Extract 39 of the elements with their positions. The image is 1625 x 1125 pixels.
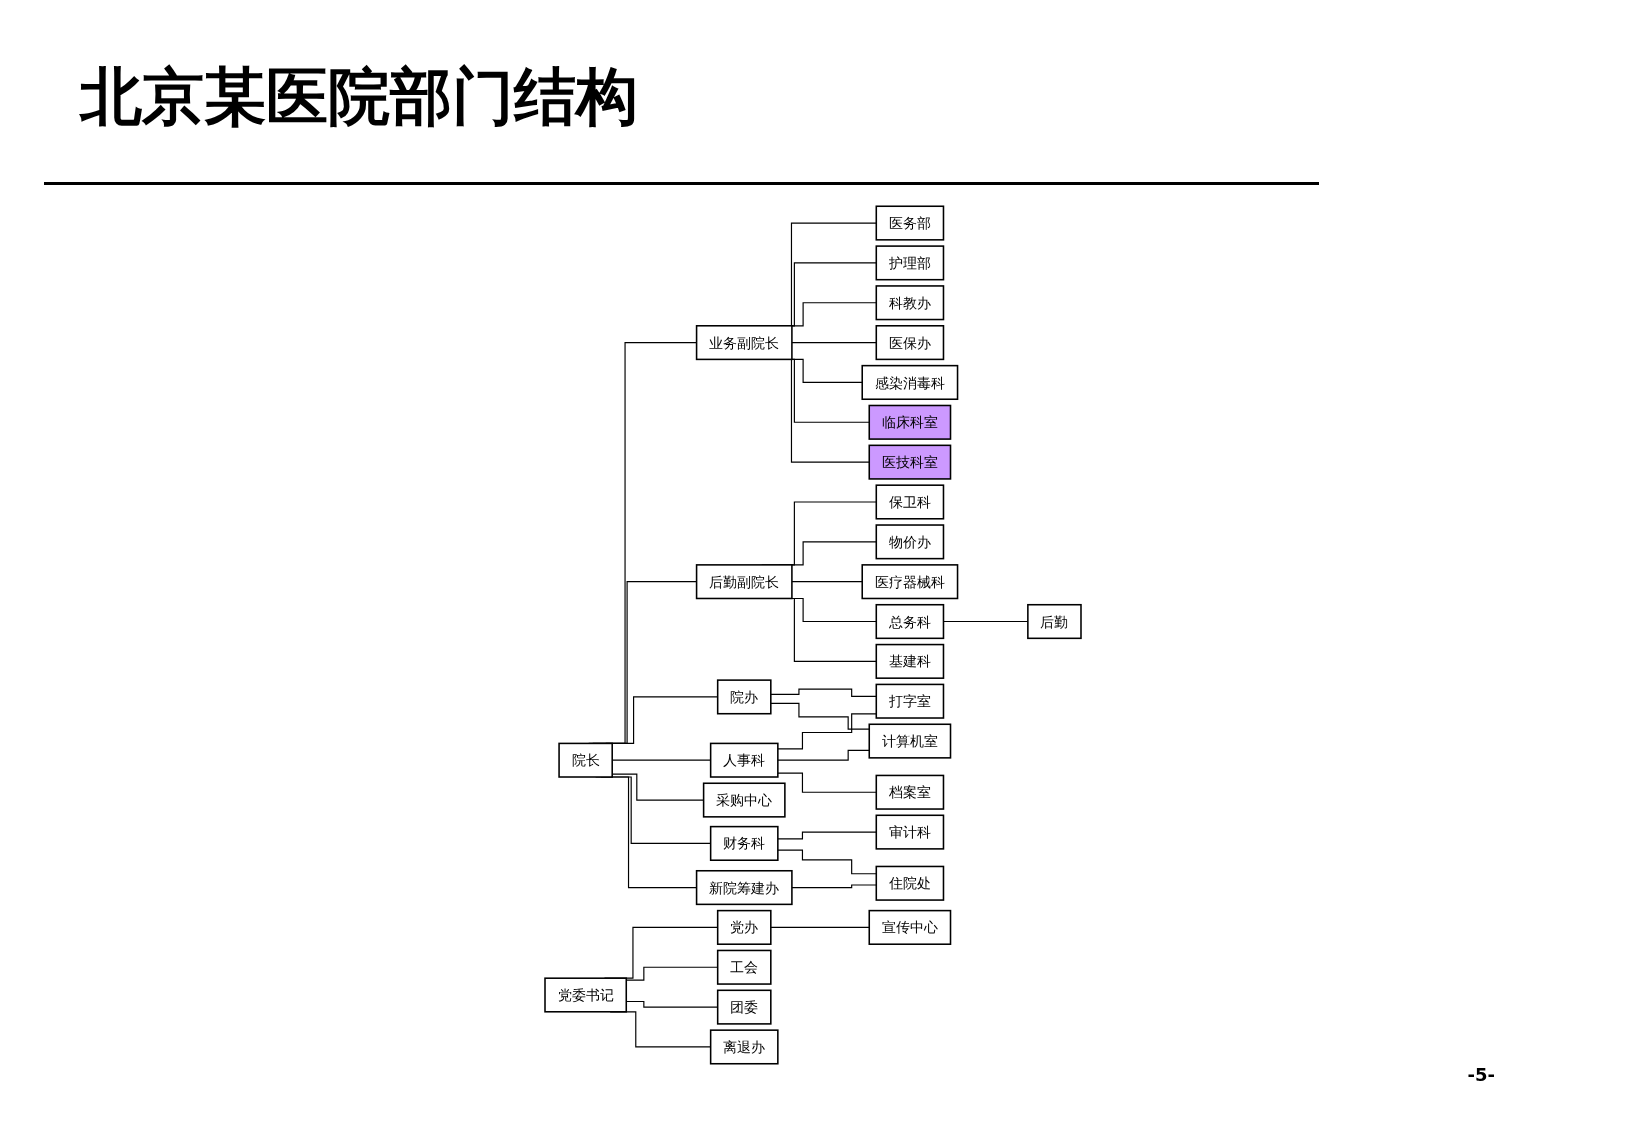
- node-box: 档案室: [875, 774, 944, 810]
- node-box: 新院筹建办: [695, 870, 793, 906]
- node-box: 财务科: [709, 825, 779, 861]
- node-box: 党委书记: [543, 977, 627, 1013]
- node-box: 保卫科: [875, 484, 944, 520]
- node-box: 护理部: [875, 245, 944, 281]
- connector: [611, 759, 711, 761]
- node-box: 物价办: [875, 524, 944, 560]
- node-box: 计算机室: [868, 723, 951, 759]
- node-box: 住院处: [875, 865, 944, 901]
- node-box: 院长: [557, 742, 613, 778]
- node-box: 工会: [716, 949, 772, 985]
- node-box: 人事科: [709, 742, 779, 778]
- node-box: 审计科: [875, 814, 944, 850]
- node-box: 总务科: [875, 603, 944, 640]
- node-box: 医技科室: [868, 444, 951, 480]
- node-box: 医保办: [875, 325, 944, 361]
- node-box: 科教办: [875, 285, 944, 321]
- node-box: 采购中心: [702, 782, 786, 818]
- connector: [625, 966, 718, 981]
- title: 北京某医院部门结构: [80, 59, 638, 135]
- node-box: 离退办: [709, 1029, 779, 1065]
- node-box: 医务部: [875, 205, 944, 241]
- node-box: 院办: [716, 679, 772, 715]
- node-box: 基建科: [875, 643, 944, 679]
- node-box: 党办: [716, 909, 772, 945]
- node-box: 宣传中心: [868, 909, 951, 945]
- node-box: 打字室: [875, 683, 944, 719]
- connector: [942, 620, 1028, 623]
- node-box: 医疗器械科: [860, 564, 958, 600]
- connector: [611, 773, 704, 801]
- node-box: 后勤副院长: [695, 564, 793, 600]
- page-number: -5-: [1467, 1064, 1495, 1085]
- node-box: 临床科室: [868, 404, 951, 440]
- connector: [625, 1000, 718, 1008]
- node-box: 团委: [716, 989, 772, 1025]
- node-box: 业务副院长: [695, 325, 793, 361]
- node-box: 感染消毒科: [860, 364, 958, 400]
- node-box: 后勤: [1026, 603, 1082, 640]
